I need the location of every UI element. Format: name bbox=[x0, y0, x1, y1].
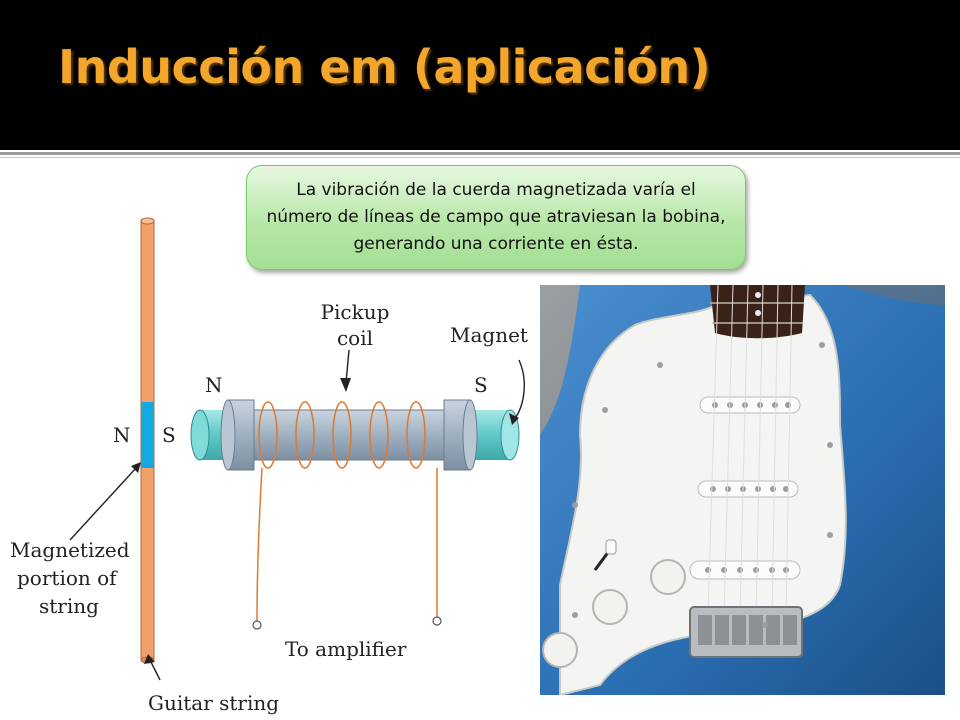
coil-south-label: S bbox=[474, 373, 488, 397]
magnetized-label-3: string bbox=[39, 594, 99, 618]
to-amplifier-label: To amplifier bbox=[285, 637, 407, 661]
string-south-label: S bbox=[162, 423, 176, 447]
pickup-coil-label-2: coil bbox=[337, 326, 373, 350]
amplifier-leads bbox=[252, 467, 442, 630]
divider-line-thin bbox=[0, 157, 960, 158]
coil-north-label: N bbox=[205, 373, 223, 397]
magnetized-label-2: portion of bbox=[17, 566, 118, 590]
pickup-arrow bbox=[345, 349, 350, 384]
magnet-arrow bbox=[513, 359, 525, 421]
guitar-strings bbox=[707, 285, 793, 616]
divider-line bbox=[0, 152, 960, 155]
slide-header: Inducción em (aplicación) bbox=[0, 0, 960, 150]
guitar-knobs bbox=[542, 559, 686, 668]
pickup-assembly bbox=[190, 399, 520, 471]
pickup-diagram: Pickup coil Magnet N S N S Magnetized po… bbox=[10, 217, 528, 715]
explanation-callout: La vibración de la cuerda magnetizada va… bbox=[246, 165, 746, 270]
guitar-string-arrow bbox=[149, 659, 161, 681]
string-north-label: N bbox=[113, 423, 131, 447]
magnetized-string-portion bbox=[141, 402, 154, 468]
electric-guitar-photo bbox=[540, 285, 945, 695]
coil-windings bbox=[258, 401, 426, 469]
pickup-coil-label: Pickup bbox=[321, 300, 390, 324]
slide-title: Inducción em (aplicación) bbox=[58, 40, 711, 94]
magnetized-label-1: Magnetized bbox=[10, 538, 130, 562]
magnet-label: Magnet bbox=[450, 323, 528, 347]
magnetized-arrow bbox=[69, 466, 138, 541]
callout-text: La vibración de la cuerda magnetizada va… bbox=[266, 180, 726, 254]
guitar-string-label: Guitar string bbox=[148, 691, 279, 715]
terminal-right bbox=[432, 616, 442, 626]
terminal-left bbox=[252, 620, 262, 630]
